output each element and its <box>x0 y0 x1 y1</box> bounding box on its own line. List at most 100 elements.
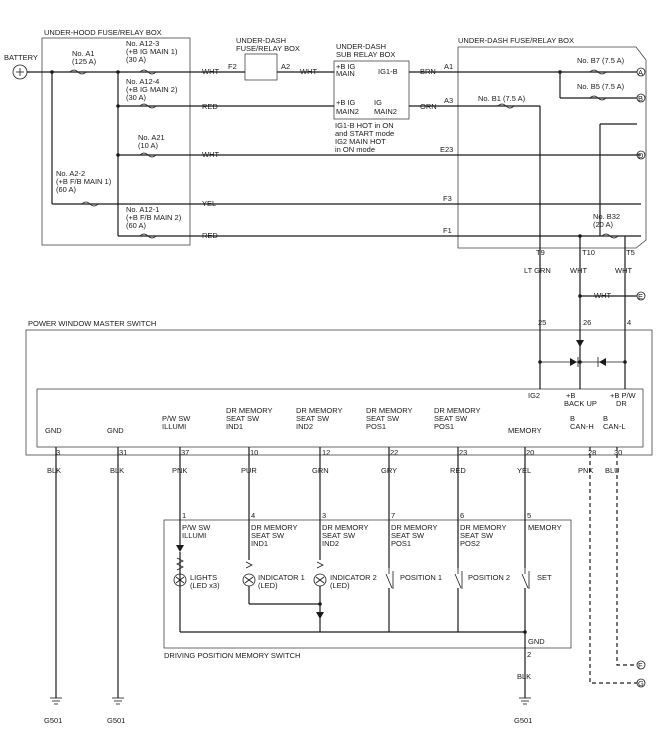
position2-label: POSITION 2 <box>468 573 510 582</box>
pin-s5: 5 <box>527 511 531 520</box>
term-pwdr-1: +B P/W <box>610 391 637 400</box>
connector-b-icon <box>636 93 646 103</box>
mem-ind1-1: DR MEMORY <box>251 523 298 532</box>
fuse-a12-1-label: No. A12-1 <box>126 205 159 214</box>
indicator2-sub: (LED) <box>330 581 350 590</box>
ground-icon <box>112 697 124 705</box>
fuse-b1-label: No. B1 (7.5 A) <box>478 94 526 103</box>
mem-pos1-3: POS1 <box>391 539 411 548</box>
power-window-master-switch-inner <box>36 388 644 448</box>
pin-a3: A3 <box>444 96 453 105</box>
term-canh-2: CAN-H <box>570 422 594 431</box>
position1-label: POSITION 1 <box>400 573 442 582</box>
mem-memory: MEMORY <box>528 523 562 532</box>
fuse-a2-2-icon <box>81 201 99 207</box>
wire-color-blk-1: BLK <box>47 466 61 475</box>
term-illum-1: P/W SW <box>162 414 191 423</box>
wire-color-red-2: RED <box>202 231 218 240</box>
wire-color-blk-2: BLK <box>110 466 124 475</box>
mem-ind2-2: SEAT SW <box>322 531 356 540</box>
fuse-a12-4-label: No. A12-4 <box>126 77 159 86</box>
term-ind2-3: IND2 <box>296 422 313 431</box>
battery-icon <box>12 64 28 80</box>
fuse-b7-icon <box>589 69 607 75</box>
pin-f3: F3 <box>443 194 452 203</box>
ground-icon <box>519 697 531 705</box>
pin-22: 22 <box>390 448 398 457</box>
mem-pos2-3: POS2 <box>460 539 480 548</box>
wire-color-gry: GRY <box>381 466 397 475</box>
under-dash-fuse-box-small-label-2: FUSE/RELAY BOX <box>236 44 300 53</box>
relay-ig-main2-r2: MAIN2 <box>374 107 397 116</box>
relay-ig-main-2: MAIN <box>336 69 355 78</box>
ground-icon <box>50 697 62 705</box>
junction <box>578 360 582 364</box>
fuse-b7-label: No. B7 (7.5 A) <box>577 56 625 65</box>
fuse-a12-3-rating: (30 A) <box>126 55 147 64</box>
mem-ind2-3: IND2 <box>322 539 339 548</box>
fuse-b32-label: No. B32 <box>593 212 620 221</box>
fuse-a1-rating: (125 A) <box>72 57 97 66</box>
wire-color-pnk-can: PNK <box>578 466 593 475</box>
wire-color-wht-1: WHT <box>202 67 219 76</box>
term-backup-1: +B <box>566 391 575 400</box>
fuse-a12-1-rating: (60 A) <box>126 221 147 230</box>
led-indicator2-icon <box>313 561 327 587</box>
power-window-master-switch-label: POWER WINDOW MASTER SWITCH <box>28 319 156 328</box>
fuse-b5-icon <box>589 95 607 101</box>
relay-note-2: and START mode <box>335 129 394 138</box>
relay-ig-main2-l1: +B IG <box>336 98 356 107</box>
wire-color-pur: PUR <box>241 466 257 475</box>
fuse-b1-icon <box>497 103 515 109</box>
under-dash-fuse-box-small <box>244 53 278 81</box>
pin-s2: 2 <box>527 650 531 659</box>
fuse-a12-1-desc: (+B F/B MAIN 2) <box>126 213 182 222</box>
wire-color-yel: YEL <box>202 199 216 208</box>
pin-12: 12 <box>322 448 330 457</box>
connector-a-label: A <box>638 68 643 77</box>
term-ind1-2: SEAT SW <box>226 414 260 423</box>
pin-s6: 6 <box>460 511 464 520</box>
arrow-down-icon <box>176 545 184 552</box>
term-gnd-1: GND <box>45 426 62 435</box>
arrow-down-icon <box>576 340 584 347</box>
term-ind2-2: SEAT SW <box>296 414 330 423</box>
lights-label: LIGHTS <box>190 573 217 582</box>
fuse-b32-icon <box>601 233 619 239</box>
led-lights-icon <box>173 557 187 587</box>
junction <box>578 294 582 298</box>
wire-color-wht-3: WHT <box>300 67 317 76</box>
fuse-a2-2-desc: (+B F/B MAIN 1) <box>56 177 112 186</box>
term-canl-2: CAN-L <box>603 422 626 431</box>
term-illum-2: ILLUMI <box>162 422 186 431</box>
power-window-master-switch-outer <box>25 329 653 456</box>
junction <box>558 70 562 74</box>
pin-30: 30 <box>614 448 622 457</box>
switch-position2-icon <box>454 568 463 589</box>
fuse-a2-2-label: No. A2-2 <box>56 169 85 178</box>
wire-color-blu-can: BLU <box>605 466 620 475</box>
sub-relay-box-label-1: UNDER-DASH <box>336 42 386 51</box>
pin-26: 26 <box>583 318 591 327</box>
wire-color-wht-t5: WHT <box>615 266 632 275</box>
pin-a2: A2 <box>281 62 290 71</box>
junction <box>523 630 527 634</box>
set-label: SET <box>537 573 552 582</box>
wire-color-ltgrn: LT GRN <box>524 266 551 275</box>
under-dash-fuse-box-right <box>457 46 647 249</box>
led-indicator1-icon <box>242 561 256 587</box>
pin-f2: F2 <box>228 62 237 71</box>
relay-note-1: IG1-B HOT in ON <box>335 121 394 130</box>
pin-t10: T10 <box>582 248 595 257</box>
mem-pos1-2: SEAT SW <box>391 531 425 540</box>
wire-color-orn: ORN <box>420 102 437 111</box>
fuse-a21-rating: (10 A) <box>138 141 159 150</box>
lights-sub: (LED x3) <box>190 581 220 590</box>
wire-can-h <box>589 447 637 684</box>
junction <box>318 602 322 606</box>
pin-25: 25 <box>538 318 546 327</box>
pin-a1: A1 <box>444 62 453 71</box>
pin-s4: 4 <box>251 511 255 520</box>
term-pos1-3: POS1 <box>366 422 386 431</box>
sub-relay-box-label-2: SUB RELAY BOX <box>336 50 395 59</box>
